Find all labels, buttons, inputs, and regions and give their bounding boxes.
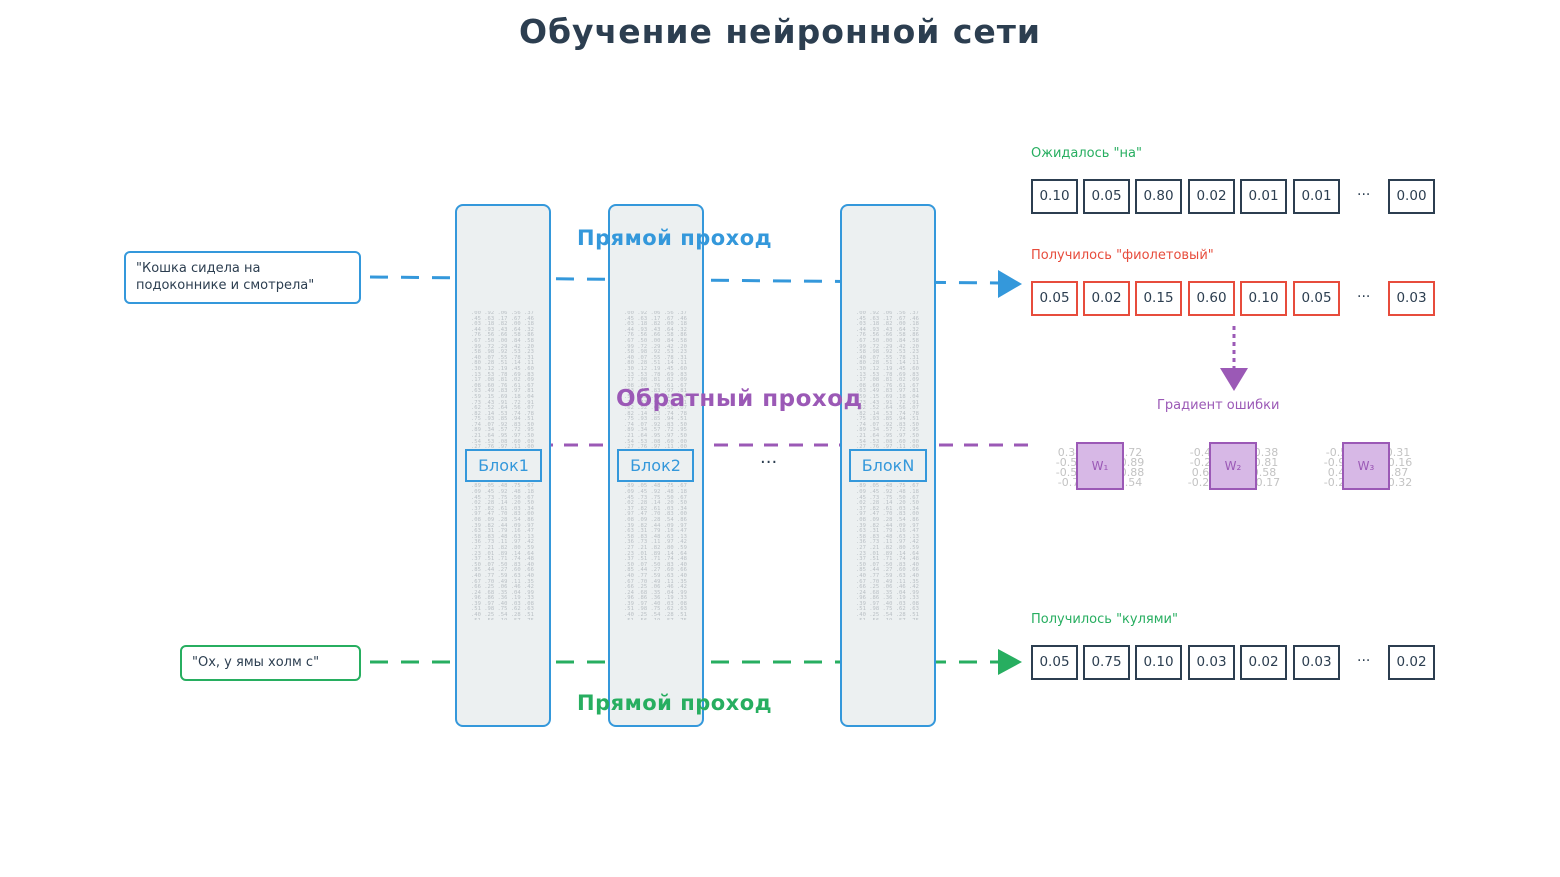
block-weights-texture: .00 .92 .06 .56 .37 .45 .63 .17 .67 .46 … <box>471 311 534 620</box>
got-bottom-cell: 0.02 <box>1388 645 1435 680</box>
got-top-ellipsis: ··· <box>1357 289 1371 305</box>
got-bottom-cell: 0.05 <box>1031 645 1078 680</box>
got-top-cell: 0.10 <box>1240 281 1287 316</box>
forward-pass-label-top: Прямой проход <box>577 226 773 250</box>
got-top-cell: 0.05 <box>1293 281 1340 316</box>
got-top-cell: 0.05 <box>1031 281 1078 316</box>
expected-cell: 0.80 <box>1135 179 1182 214</box>
block-label-2: Блок2 <box>617 449 694 482</box>
got-bottom-label: Получилось "кулями" <box>1031 612 1178 627</box>
forward-arrow-top-head <box>998 270 1022 298</box>
weight-matrix-w2: W₂ <box>1209 442 1257 490</box>
expected-cell: 0.02 <box>1188 179 1235 214</box>
block-weights-texture: .00 .92 .06 .56 .37 .45 .63 .17 .67 .46 … <box>624 311 687 620</box>
got-top-label: Получилось "фиолетовый" <box>1031 248 1214 263</box>
expected-cell: 0.05 <box>1083 179 1130 214</box>
input-sentence-bottom: "Ох, у ямы холм с" <box>180 645 361 681</box>
got-bottom-ellipsis: ··· <box>1357 653 1371 669</box>
expected-cell: 0.00 <box>1388 179 1435 214</box>
block-ellipsis: ··· <box>760 452 778 473</box>
forward-pass-label-bottom: Прямой проход <box>577 691 773 715</box>
expected-ellipsis: ··· <box>1357 187 1371 203</box>
got-top-cell: 0.03 <box>1388 281 1435 316</box>
weight-matrix-w3: W₃ <box>1342 442 1390 490</box>
gradient-arrow-head <box>1220 368 1248 391</box>
got-bottom-cell: 0.03 <box>1293 645 1340 680</box>
got-bottom-cell: 0.02 <box>1240 645 1287 680</box>
expected-label: Ожидалось "на" <box>1031 146 1142 161</box>
block-label-n: БлокN <box>849 449 927 482</box>
forward-arrow-bottom-head <box>998 649 1022 675</box>
input-sentence-top: "Кошка сидела на подоконнике и смотрела" <box>124 251 361 304</box>
expected-cell: 0.01 <box>1293 179 1340 214</box>
gradient-label: Градиент ошибки <box>1157 398 1280 413</box>
block-label-1: Блок1 <box>465 449 542 482</box>
diagram-title: Обучение нейронной сети <box>518 12 1042 51</box>
got-bottom-cell: 0.03 <box>1188 645 1235 680</box>
got-top-cell: 0.15 <box>1135 281 1182 316</box>
expected-cell: 0.01 <box>1240 179 1287 214</box>
got-bottom-cell: 0.10 <box>1135 645 1182 680</box>
got-top-cell: 0.02 <box>1083 281 1130 316</box>
got-top-cell: 0.60 <box>1188 281 1235 316</box>
got-bottom-cell: 0.75 <box>1083 645 1130 680</box>
weight-matrix-w1: W₁ <box>1076 442 1124 490</box>
backward-pass-label: Обратный проход <box>616 386 863 412</box>
expected-cell: 0.10 <box>1031 179 1078 214</box>
